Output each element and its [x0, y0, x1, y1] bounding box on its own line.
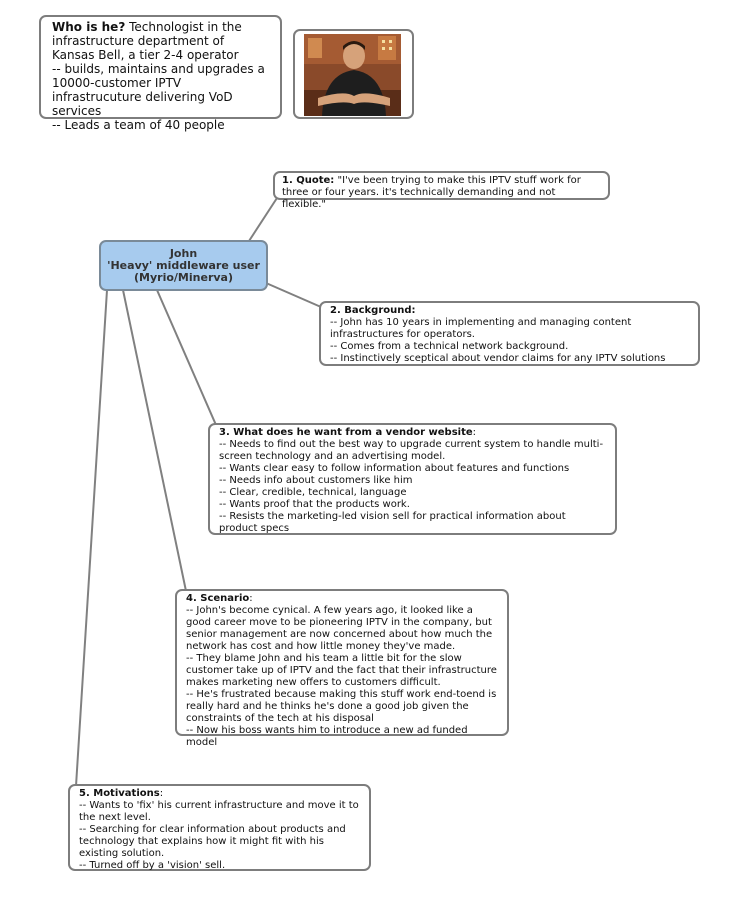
scenario-line: -- Now his boss wants him to introduce a… — [186, 725, 468, 748]
scenario-line: -- They blame John and his team a little… — [186, 653, 497, 688]
persona-central-node: John 'Heavy' middleware user (Myrio/Mine… — [99, 240, 268, 291]
persona-product: (Myrio/Minerva) — [134, 271, 233, 284]
vendor-label-suffix: : — [472, 427, 477, 438]
who-text: Technologist in the infrastructure depar… — [52, 20, 242, 62]
connector-quote — [248, 197, 278, 242]
vendor-line: -- Clear, credible, technical, language — [219, 487, 407, 498]
scenario-line: -- John's become cynical. A few years ag… — [186, 605, 493, 652]
who-line: -- Leads a team of 40 people — [52, 118, 225, 132]
scenario-node: 4. Scenario: -- John's become cynical. A… — [175, 589, 509, 748]
motivations-line: -- Turned off by a 'vision' sell. — [79, 860, 226, 871]
motivations-label-suffix: : — [159, 788, 164, 799]
vendor-line: -- Resists the marketing-led vision sell… — [219, 511, 566, 534]
who-line: -- builds, maintains and upgrades a 1000… — [52, 62, 265, 118]
motivations-label: 5. Motivations — [79, 788, 160, 799]
persona-name: John — [169, 247, 198, 260]
quote-label: 1. Quote: — [282, 175, 335, 186]
connector-vendor — [156, 289, 217, 426]
motivations-line: -- Searching for clear information about… — [79, 824, 346, 859]
vendor-line: -- Wants clear easy to follow informatio… — [219, 463, 570, 474]
who-is-he-box: Who is he? Technologist in the infrastru… — [39, 15, 282, 132]
background-line: -- Instinctively sceptical about vendor … — [330, 353, 666, 364]
who-label: Who is he? — [52, 20, 126, 34]
background-node: 2. Background: -- John has 10 years in i… — [319, 301, 700, 366]
scenario-line: -- He's frustrated because making this s… — [186, 689, 497, 724]
background-line: -- John has 10 years in implementing and… — [330, 317, 632, 340]
vendor-line: -- Needs to find out the best way to upg… — [219, 439, 604, 462]
persona-role: 'Heavy' middleware user — [107, 259, 260, 272]
background-line: -- Comes from a technical network backgr… — [330, 341, 569, 352]
vendor-line: -- Wants proof that the products work. — [219, 499, 410, 510]
motivations-line: -- Wants to 'fix' his current infrastruc… — [79, 800, 359, 823]
vendor-line: -- Needs info about customers like him — [219, 475, 413, 486]
scenario-label: 4. Scenario — [186, 593, 250, 604]
background-label: 2. Background: — [330, 305, 416, 316]
scenario-label-suffix: : — [249, 593, 253, 604]
connector-background — [265, 282, 322, 308]
vendor-label: 3. What does he want from a vendor websi… — [219, 427, 473, 438]
vendor-website-node: 3. What does he want from a vendor websi… — [208, 423, 617, 535]
connector-scenario — [122, 289, 187, 592]
person-photo-icon — [304, 34, 401, 116]
connector-motivations — [75, 289, 108, 787]
motivations-node: 5. Motivations: -- Wants to 'fix' his cu… — [68, 784, 371, 871]
profile-photo — [293, 29, 414, 119]
quote-text: "I've been trying to make this IPTV stuf… — [282, 175, 581, 210]
quote-node: 1. Quote: "I've been trying to make this… — [273, 171, 610, 210]
